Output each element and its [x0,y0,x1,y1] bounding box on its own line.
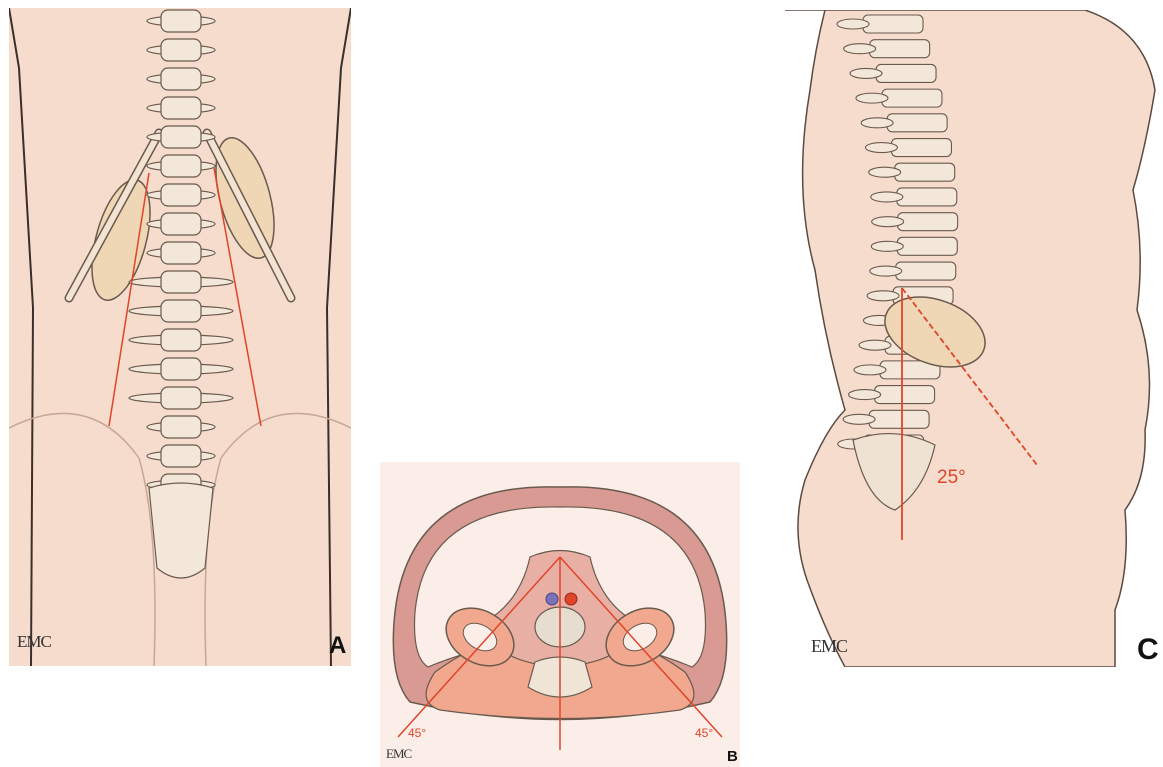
vertebra [887,114,947,132]
spinous-process [856,93,888,103]
spinous-process [843,414,875,424]
vertebra [161,358,201,380]
sacrum [149,483,213,578]
spinous-process [867,291,899,301]
lateral-illustration [785,10,1163,667]
vertebra [882,89,942,107]
vertebra [161,271,201,293]
vertebral-column [129,10,233,496]
vertebra [161,39,201,61]
vertebra [875,386,935,404]
vertebra [161,329,201,351]
spinous-process [859,340,891,350]
vertebra [891,139,951,157]
vertebra [161,300,201,322]
spinous-process [871,241,903,251]
spinous-process [837,19,869,29]
vertebra [895,163,955,181]
spinous-process [854,365,886,375]
vertebra [161,97,201,119]
vertebra [870,40,930,58]
vertebra [863,15,923,33]
vena-cava [546,593,558,605]
vertebra [161,184,201,206]
vertebra [161,445,201,467]
spinous-process [850,68,882,78]
vertebra [898,213,958,231]
vertebra [161,387,201,409]
spinous-process [872,217,904,227]
panel-a-posterior-view: EMC A [9,8,351,666]
vertebra [161,213,201,235]
aorta [565,593,577,605]
vertebra [161,68,201,90]
emc-logo: EMC [17,633,51,650]
vertebra [869,410,929,428]
posterior-illustration [9,8,351,666]
vertebra [896,262,956,280]
spinous-process [870,266,902,276]
vertebra [876,64,936,82]
vertebra [161,242,201,264]
emc-logo: EMC [811,637,847,655]
panel-b-axial-section: 45° 45° EMC B [380,462,740,767]
vertebra [161,126,201,148]
vertebra [161,155,201,177]
spinous-process [869,167,901,177]
angle-label-right: 45° [695,727,713,739]
panel-label-a: A [329,634,346,658]
panel-label-c: C [1137,635,1159,665]
vertebra [161,416,201,438]
angle-label: 25° [937,468,966,487]
spinous-process [849,390,881,400]
panel-c-lateral-view: 25° EMC C [785,10,1163,667]
spinous-process [844,44,876,54]
angle-label-left: 45° [408,727,426,739]
spinous-process [871,192,903,202]
panel-label-b: B [727,749,738,764]
emc-logo: EMC [386,747,411,760]
spinous-process [861,118,893,128]
vertebra [897,188,957,206]
vertebra [897,237,957,255]
spinous-process [865,143,897,153]
vertebra [161,10,201,32]
axial-section-illustration [380,462,740,767]
